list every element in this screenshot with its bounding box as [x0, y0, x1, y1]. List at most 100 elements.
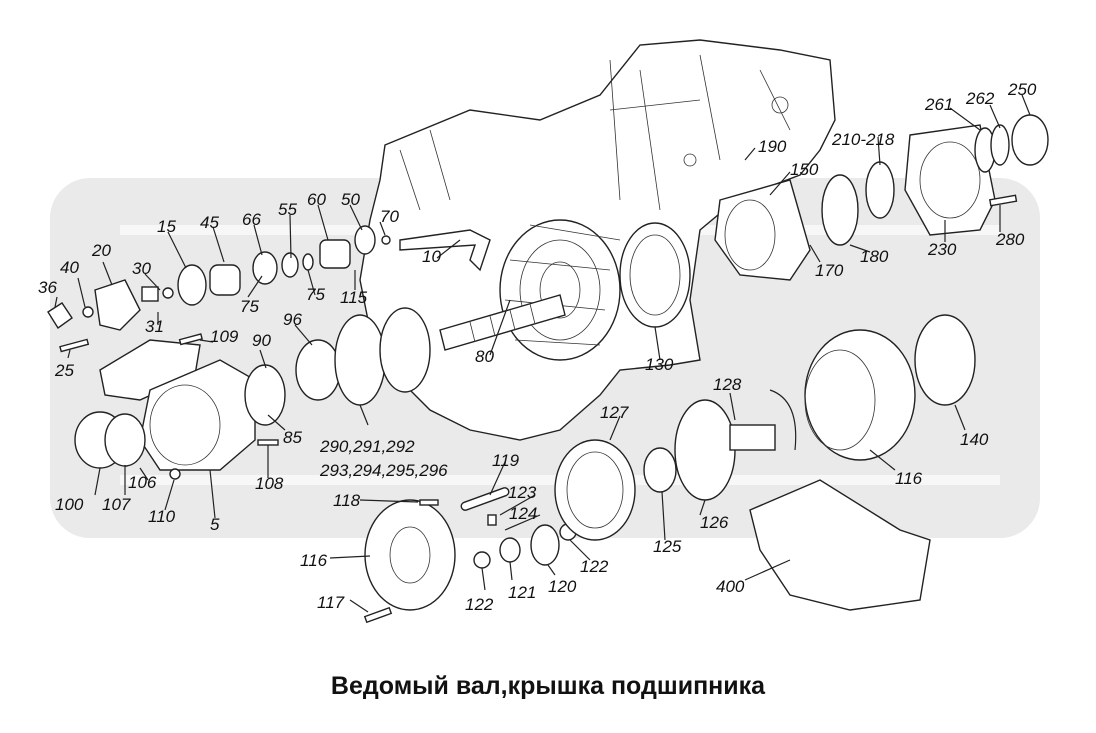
- label-75a: 75: [240, 297, 259, 316]
- label-130: 130: [645, 355, 674, 374]
- callout-labels: 36 40 20 15 30 45 66 55 60 50 70 10 31 2…: [38, 80, 1037, 614]
- label-190: 190: [758, 137, 787, 156]
- label-127: 127: [600, 403, 629, 422]
- label-31: 31: [145, 317, 164, 336]
- label-96: 96: [283, 310, 302, 329]
- hub-116: [804, 329, 916, 461]
- bolt-280: [988, 194, 1018, 207]
- housing-20: [94, 279, 141, 331]
- label-85: 85: [283, 428, 302, 447]
- label-40: 40: [60, 258, 79, 277]
- label-122b: 122: [580, 557, 609, 576]
- ring-gear-127: [554, 439, 636, 541]
- pin-118: [419, 499, 439, 506]
- nut-110: [169, 468, 181, 480]
- washer-122a: [473, 551, 491, 569]
- label-106: 106: [128, 473, 157, 492]
- label-70: 70: [380, 207, 399, 226]
- label-280: 280: [995, 230, 1025, 249]
- needle-121: [499, 537, 521, 563]
- label-25: 25: [54, 361, 74, 380]
- gear-60: [319, 239, 351, 269]
- leader-lines: [54, 94, 1031, 613]
- sun-gear-126: [674, 399, 776, 501]
- washer-75a: [302, 253, 314, 271]
- cap-250: [1011, 114, 1049, 166]
- label-126: 126: [700, 513, 729, 532]
- sleeve-45: [209, 264, 241, 296]
- label-30: 30: [132, 259, 151, 278]
- label-400: 400: [716, 577, 745, 596]
- label-20: 20: [91, 241, 111, 260]
- pin-109: [178, 333, 203, 346]
- label-121: 121: [508, 583, 536, 602]
- label-90: 90: [252, 331, 271, 350]
- label-120: 120: [548, 577, 577, 596]
- label-124: 124: [509, 504, 537, 523]
- bearing-90: [244, 364, 286, 426]
- washer-40: [82, 306, 94, 318]
- planet-gear-120: [530, 524, 560, 566]
- label-100: 100: [55, 495, 84, 514]
- bolt-25: [59, 338, 90, 353]
- ring-55: [281, 252, 299, 278]
- label-55: 55: [278, 200, 297, 219]
- shim-290: [334, 314, 386, 406]
- label-250: 250: [1007, 80, 1037, 99]
- pin-108: [257, 439, 279, 446]
- shield-400: [749, 479, 931, 611]
- label-262: 262: [965, 89, 995, 108]
- cover-230: [904, 124, 996, 236]
- label-116b: 116: [300, 551, 328, 570]
- label-123: 123: [508, 483, 537, 502]
- pin-123: [487, 514, 497, 526]
- axle-119: [460, 487, 510, 511]
- label-50: 50: [341, 190, 360, 209]
- label-230: 230: [927, 240, 957, 259]
- label-118: 118: [333, 491, 361, 510]
- label-210: 210-218: [831, 130, 895, 149]
- label-60: 60: [307, 190, 326, 209]
- label-116a: 116: [895, 469, 923, 488]
- label-109: 109: [210, 327, 239, 346]
- label-66: 66: [242, 210, 261, 229]
- label-170: 170: [815, 261, 844, 280]
- label-110: 110: [148, 507, 176, 526]
- snap-ring-128: [769, 389, 797, 451]
- label-36: 36: [38, 278, 57, 297]
- cover-140: [914, 314, 976, 406]
- cover-15: [177, 264, 207, 306]
- fork-10: [399, 229, 491, 272]
- bearing-50: [354, 225, 376, 255]
- label-15: 15: [157, 217, 176, 236]
- label-180: 180: [860, 247, 889, 266]
- speed-sensor-36: [47, 302, 73, 330]
- bearing-cover-150: [714, 179, 811, 281]
- label-290: 290,291,292: [319, 437, 415, 456]
- label-125: 125: [653, 537, 682, 556]
- label-140: 140: [960, 430, 989, 449]
- seal-107: [104, 413, 146, 467]
- label-10: 10: [422, 247, 441, 266]
- driven-shaft: [439, 294, 566, 351]
- planet-carrier-116: [364, 499, 456, 611]
- label-108: 108: [255, 474, 284, 493]
- label-107: 107: [102, 495, 131, 514]
- driven-gear: [499, 219, 621, 361]
- shim-210: [865, 161, 895, 219]
- ring-30b: [162, 287, 174, 299]
- bearing-96: [295, 339, 341, 401]
- label-117: 117: [317, 593, 345, 612]
- label-119: 119: [492, 451, 520, 470]
- bearing-125: [643, 447, 677, 493]
- label-75b: 75: [306, 285, 325, 304]
- bearing-180: [821, 174, 859, 246]
- label-261: 261: [924, 95, 953, 114]
- label-80: 80: [475, 347, 494, 366]
- ring-262: [990, 124, 1010, 166]
- diagram-caption: Ведомый вал,крышка подшипника: [330, 672, 766, 700]
- label-115: 115: [340, 288, 368, 307]
- label-122a: 122: [465, 595, 494, 614]
- label-5: 5: [210, 515, 220, 534]
